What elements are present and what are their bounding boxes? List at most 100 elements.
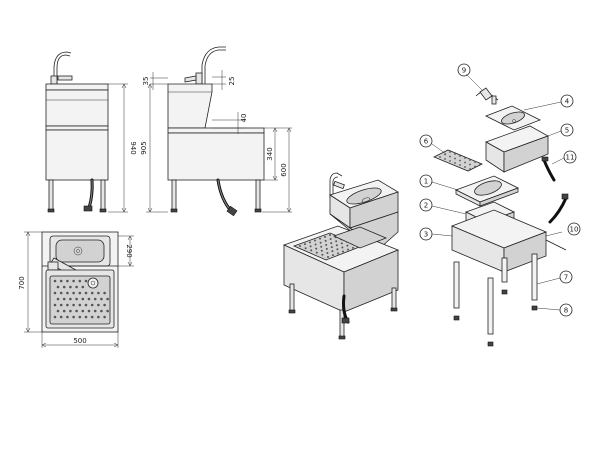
svg-text:10: 10 xyxy=(570,226,579,234)
callout-2: 2 xyxy=(419,198,433,212)
drain-hole xyxy=(69,297,72,301)
drain-hole xyxy=(474,161,476,163)
drain-hole xyxy=(326,251,329,254)
drain-hole xyxy=(474,165,476,168)
drain-hole xyxy=(97,315,100,319)
drain-hole xyxy=(329,234,331,236)
drain-hole xyxy=(330,242,333,245)
callout-9: 9 xyxy=(457,63,471,77)
drain-hole xyxy=(449,151,451,153)
drain-hole xyxy=(324,239,327,242)
svg-text:8: 8 xyxy=(564,307,568,315)
drain-hole xyxy=(81,297,85,301)
drain-hole xyxy=(75,297,78,301)
drain-hole xyxy=(84,303,88,307)
drain-hole xyxy=(454,157,456,160)
drain-hole xyxy=(66,291,69,295)
drain-hole xyxy=(346,244,349,247)
drain-hole xyxy=(69,285,72,289)
drain-hole xyxy=(66,279,69,283)
drain-hole xyxy=(315,251,318,254)
drain-hole xyxy=(332,254,334,257)
drain-hole xyxy=(103,303,106,307)
drain-hole xyxy=(320,245,323,248)
drain-hole xyxy=(347,248,349,251)
callout-8: 8 xyxy=(559,303,573,317)
drain-hole xyxy=(90,315,94,319)
drain-hole xyxy=(69,309,72,313)
drain-hole xyxy=(81,309,85,313)
drain-hole xyxy=(59,291,63,295)
svg-text:11: 11 xyxy=(566,154,575,162)
plan-view: 290 700 500 xyxy=(18,231,134,348)
drain-hole xyxy=(314,239,316,242)
drain-hole xyxy=(449,155,451,158)
drain-hole xyxy=(90,291,94,295)
drain-hole xyxy=(106,297,109,301)
drain-hole xyxy=(103,315,106,319)
svg-text:6: 6 xyxy=(424,138,429,146)
drain-hole xyxy=(66,315,69,319)
drain-hole xyxy=(97,303,100,307)
side-view: 35 905 25 40 340 600 xyxy=(140,46,292,217)
drain-hole xyxy=(325,243,328,246)
drain-hole xyxy=(56,309,60,313)
drain-hole xyxy=(62,297,66,301)
dim-side-40: 40 xyxy=(240,114,248,123)
svg-text:2: 2 xyxy=(424,202,428,210)
front-view: 940 xyxy=(45,51,137,213)
dim-front-height: 940 xyxy=(129,141,137,154)
drain-hole xyxy=(59,315,63,319)
exploded-drain-grid xyxy=(439,151,481,170)
drain-hole xyxy=(309,245,312,248)
drain-hole xyxy=(72,315,75,319)
dim-plan-290: 290 xyxy=(125,244,133,257)
drain-hole xyxy=(84,315,88,319)
callout-11: 11 xyxy=(563,150,577,164)
drain-hole xyxy=(75,309,78,313)
drain-hole xyxy=(62,309,66,313)
drain-hole xyxy=(449,160,451,162)
drain-hole xyxy=(341,246,344,249)
drain-hole xyxy=(352,246,354,249)
drain-hole xyxy=(469,159,471,161)
drain-hole xyxy=(325,247,328,250)
drain-hole xyxy=(439,156,441,158)
drain-hole xyxy=(87,309,91,313)
svg-text:5: 5 xyxy=(565,127,569,135)
drain-hole xyxy=(459,155,461,157)
drain-hole xyxy=(97,291,100,295)
drain-hole xyxy=(78,315,82,319)
drain-hole xyxy=(337,252,339,255)
drain-hole xyxy=(309,241,311,244)
isometric-exploded xyxy=(431,73,569,347)
svg-text:9: 9 xyxy=(462,67,466,75)
drain-hole xyxy=(310,249,313,252)
svg-text:7: 7 xyxy=(564,274,568,282)
drain-hole xyxy=(335,240,338,243)
callout-4: 4 xyxy=(560,94,574,108)
drain-hole xyxy=(59,279,63,283)
drain-hole xyxy=(78,279,82,283)
drain-hole xyxy=(469,168,471,170)
drain-hole xyxy=(56,297,60,301)
drain-hole xyxy=(75,285,78,289)
isometric-assembled xyxy=(282,172,400,340)
callout-5: 5 xyxy=(560,123,574,137)
drain-hole xyxy=(78,291,82,295)
drain-hole xyxy=(444,158,446,160)
drain-hole xyxy=(340,242,343,245)
drain-hole xyxy=(53,279,57,283)
drain-hole xyxy=(93,309,97,313)
drain-hole xyxy=(336,248,339,251)
dim-plan-700: 700 xyxy=(18,276,26,289)
drain-hole xyxy=(459,159,461,162)
svg-text:3: 3 xyxy=(424,231,428,239)
drain-hole xyxy=(454,153,456,155)
drain-hole xyxy=(103,291,106,295)
drain-hole xyxy=(464,166,466,168)
drain-hole xyxy=(444,153,446,156)
callout-10: 10 xyxy=(567,222,581,236)
dim-side-25: 25 xyxy=(228,77,236,86)
